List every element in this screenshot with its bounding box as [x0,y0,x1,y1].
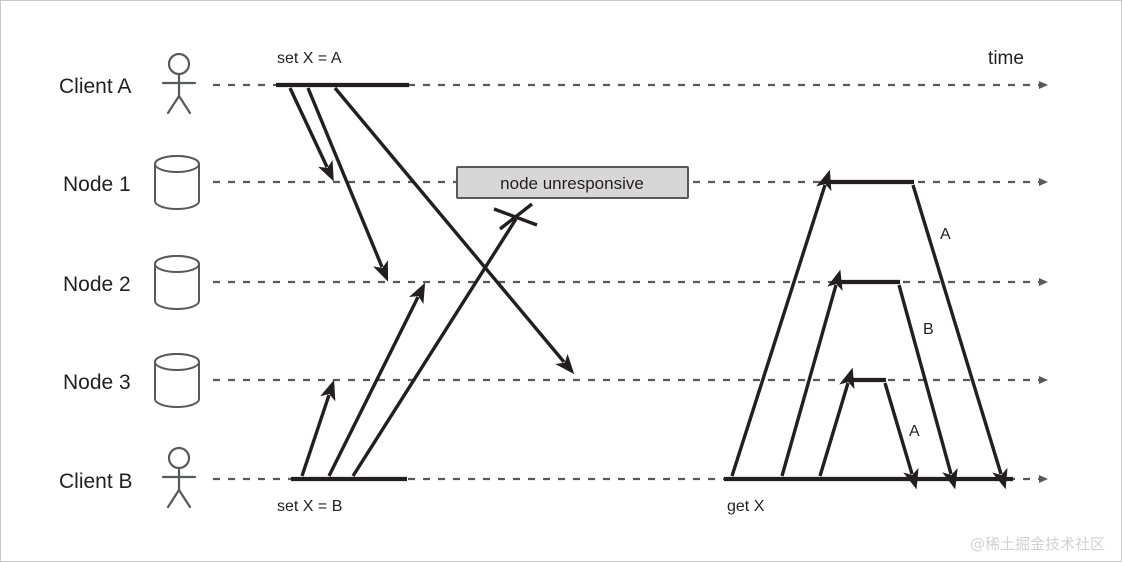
watermark: @稀土掘金技术社区 [970,535,1105,553]
message-label-get-x: get X [727,498,765,515]
lane-client-b: Client B set X = B get X [59,446,1048,515]
msg-get-x-to-node-3 [818,367,855,477]
actor-icon [161,446,197,509]
lane-label-client-a: Client A [59,75,131,98]
read-response-messages: A B A [883,184,1008,490]
dropped-message-x-icon [493,202,538,231]
response-value-node-1: A [940,226,951,243]
response-value-node-3: A [909,423,920,440]
actor-icon [161,52,197,115]
database-icon [154,255,200,310]
write-b-messages [300,218,518,477]
lane-label-node-2: Node 2 [63,273,131,296]
status-badge-node-unresponsive: node unresponsive [456,166,689,199]
msg-client-b-to-node-3 [300,379,336,477]
time-axis-label: time [988,48,1024,69]
lane-label-node-1: Node 1 [63,173,131,196]
lane-node-2: Node 2 [63,255,1048,310]
lane-node-3: Node 3 [63,353,1048,408]
read-request-messages [730,169,855,477]
lane-node-1: Node 1 [63,155,1048,210]
msg-get-x-to-node-1 [730,169,832,477]
msg-node-3-response-a [883,382,919,490]
msg-client-a-to-node-3 [333,86,575,375]
lane-label-node-3: Node 3 [63,371,131,394]
status-badge-label: node unresponsive [500,174,644,193]
msg-client-a-to-node-1 [288,87,334,182]
message-label-set-x-a: set X = A [277,50,342,67]
msg-client-a-to-node-2 [306,87,389,282]
msg-node-1-response-a [911,184,1008,490]
lane-client-a: Client A time set X = A [59,48,1048,115]
message-label-set-x-b: set X = B [277,498,342,515]
write-a-messages [288,86,575,375]
msg-node-2-response-b [897,284,958,490]
msg-client-b-to-node-1-dropped [351,218,518,477]
response-value-node-2: B [923,321,934,338]
lane-label-client-b: Client B [59,470,133,493]
database-icon [154,353,200,408]
database-icon [154,155,200,210]
msg-get-x-to-node-2 [780,269,843,477]
msg-client-b-to-node-2 [327,282,426,477]
